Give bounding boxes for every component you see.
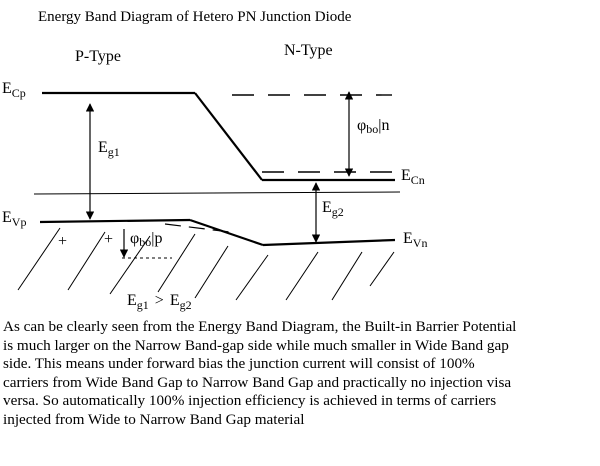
ec-n-label: ECn	[401, 167, 425, 187]
description-paragraph: As can be clearly seen from the Energy B…	[3, 318, 597, 430]
valence-band-p	[39, 218, 191, 224]
plus-sign-1: +	[58, 233, 67, 250]
ev-p-label: EVp	[2, 209, 26, 229]
phi-n-label: φbo|n	[357, 117, 389, 136]
valence-band-n	[262, 238, 396, 247]
valence-hatching	[17, 227, 395, 301]
n-type-label: N-Type	[284, 42, 333, 59]
description-line: versa. So automatically 100% injection e…	[3, 392, 497, 410]
conduction-band-slope	[194, 92, 263, 181]
description-line: is much larger on the Narrow Band-gap si…	[3, 336, 509, 354]
fermi-level	[33, 191, 401, 195]
ev-n-label: EVn	[403, 230, 427, 250]
description-line: carriers from Wide Band Gap to Narrow Ba…	[3, 373, 512, 391]
bandgap-comparison: Eg1>Eg2	[127, 292, 192, 312]
p-type-label: P-Type	[75, 48, 121, 65]
plus-sign-2: +	[104, 231, 113, 248]
description-line: injected from Wide to Narrow Band Gap ma…	[3, 410, 305, 428]
valence-band-dashed-overlay	[164, 223, 231, 233]
diagram-title: Energy Band Diagram of Hetero PN Junctio…	[38, 9, 352, 25]
description-line: side. This means under forward bias the …	[3, 355, 475, 373]
phi-p-label: φbo|p	[130, 230, 162, 249]
ec-p-label: ECp	[2, 80, 26, 100]
description-line: As can be clearly seen from the Energy B…	[3, 318, 517, 335]
valence-band-slope	[189, 218, 264, 247]
eg1-label: Eg1	[98, 139, 120, 159]
eg2-label: Eg2	[322, 199, 344, 219]
